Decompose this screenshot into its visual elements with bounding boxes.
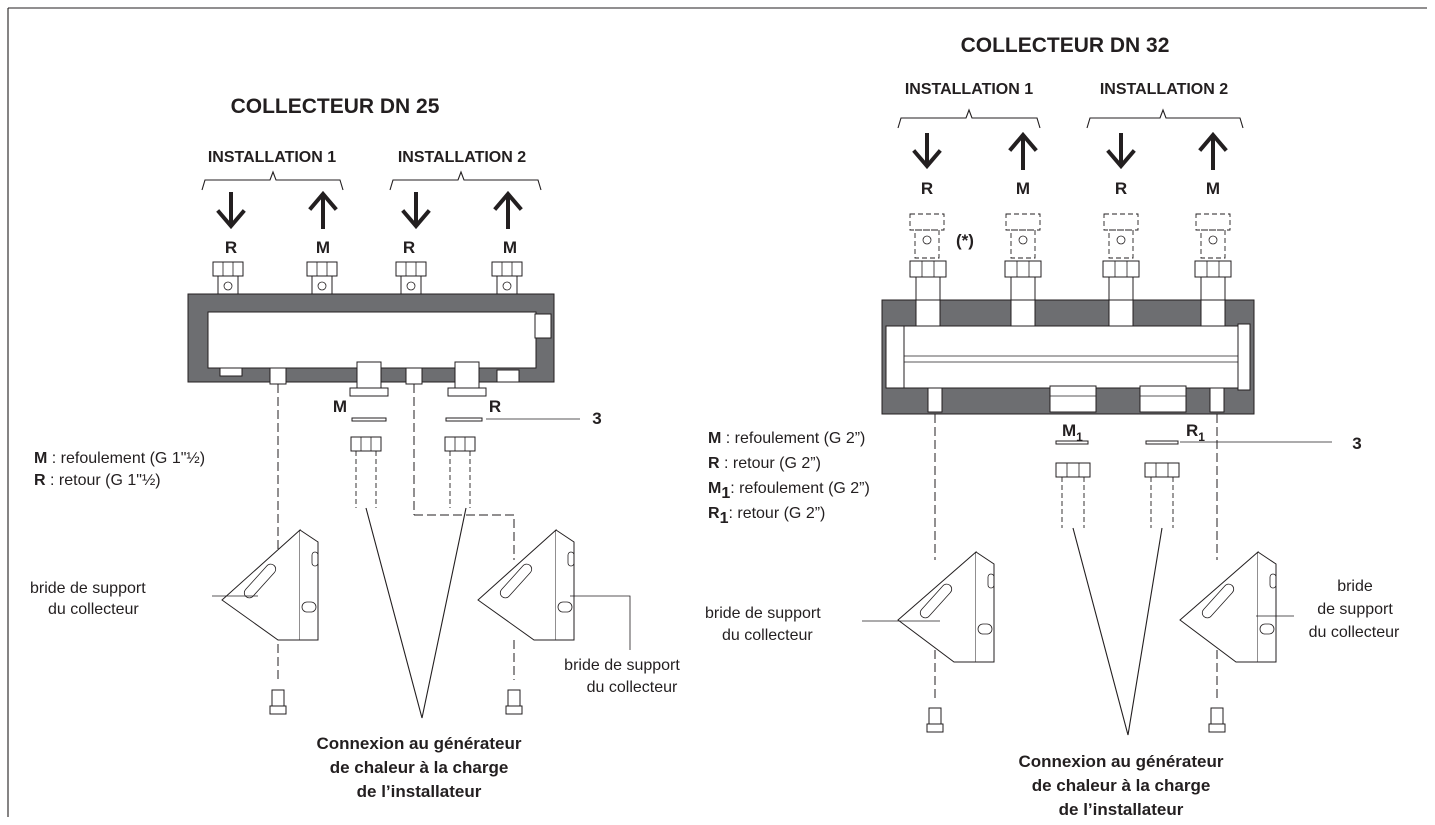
dn25-legend-r: R : retour (G 1"½) bbox=[34, 472, 161, 489]
dn32-brace-1 bbox=[897, 108, 1041, 129]
dn32-arrow-up-icon bbox=[1008, 131, 1038, 170]
dn25-pipe-nut bbox=[350, 436, 382, 508]
dn25-mount-axis bbox=[414, 514, 515, 560]
dn25-support-bracket-right bbox=[477, 528, 575, 715]
dn25-bracket-left-line1: bride de support bbox=[30, 580, 146, 597]
dn25-installation-1-label: INSTALLATION 1 bbox=[208, 149, 336, 166]
dn32-port-label-4: M bbox=[1206, 179, 1220, 198]
dn32-connection-line3: de l’installateur bbox=[1059, 800, 1184, 819]
dn25-connection-line1: Connexion au générateur bbox=[317, 734, 522, 753]
dn25-bottom-r-label: R bbox=[489, 397, 501, 416]
dn32-optional-valve bbox=[1005, 213, 1041, 259]
dn32-bottom-r1-label: R1 bbox=[1186, 421, 1205, 444]
dn25-title: COLLECTEUR DN 25 bbox=[231, 95, 440, 118]
dn32-installation-2-label: INSTALLATION 2 bbox=[1100, 81, 1228, 98]
dn25-panel: COLLECTEUR DN 25 INSTALLATION 1 INSTALLA… bbox=[30, 95, 680, 801]
dn32-installation-1-label: INSTALLATION 1 bbox=[905, 81, 1033, 98]
dn25-legend: M : refoulement (G 1"½) R : retour (G 1"… bbox=[34, 450, 205, 489]
dn32-bracket-right-line1: bride bbox=[1337, 578, 1373, 595]
dn25-connection-leader bbox=[365, 507, 467, 719]
dn32-legend-m: M : refoulement (G 2”) bbox=[708, 430, 865, 447]
dn32-arrow-down-icon bbox=[1106, 133, 1136, 170]
dn32-legend-m1: M1: refoulement (G 2”) bbox=[708, 480, 870, 502]
dn25-valve bbox=[395, 261, 427, 295]
dn32-gasket bbox=[1055, 440, 1089, 445]
dn25-legend-m: M : refoulement (G 1"½) bbox=[34, 450, 205, 467]
dn32-brace-2 bbox=[1086, 108, 1244, 129]
dn32-support-bracket-right bbox=[1179, 550, 1277, 733]
dn25-arrow-down-icon bbox=[401, 192, 431, 230]
dn32-arrow-down-icon bbox=[912, 133, 942, 170]
dn32-optional-valve bbox=[909, 213, 945, 259]
dn32-bracket-left-line1: bride de support bbox=[705, 605, 821, 622]
dn25-bracket-right-line1: bride de support bbox=[564, 657, 680, 674]
dn25-port-label-1: R bbox=[225, 238, 237, 257]
dn32-panel: COLLECTEUR DN 32 INSTALLATION 1 INSTALLA… bbox=[705, 34, 1400, 819]
dn25-connection-line3: de l’installateur bbox=[357, 782, 482, 801]
dn32-bracket-right-line3: du collecteur bbox=[1309, 624, 1400, 641]
dn25-gasket bbox=[351, 417, 387, 422]
dn32-support-bracket-left bbox=[897, 550, 995, 733]
dn32-optional-valve bbox=[1195, 213, 1231, 259]
dn25-collector-body bbox=[187, 293, 555, 397]
dn32-gasket bbox=[1145, 440, 1179, 445]
dn25-gasket bbox=[445, 417, 483, 422]
dn32-legend-r1: R1: retour (G 2”) bbox=[708, 505, 825, 527]
dn25-port-label-2: M bbox=[316, 238, 330, 257]
dn25-valve bbox=[212, 261, 244, 295]
dn25-valve bbox=[306, 261, 338, 295]
dn25-installation-2-label: INSTALLATION 2 bbox=[398, 149, 526, 166]
dn32-optional-valve bbox=[1103, 213, 1139, 259]
dn32-port-label-3: R bbox=[1115, 179, 1127, 198]
dn32-port-label-1: R bbox=[921, 179, 933, 198]
dn32-port-label-2: M bbox=[1016, 179, 1030, 198]
dn32-connection-line1: Connexion au générateur bbox=[1019, 752, 1224, 771]
dn25-bracket-leader bbox=[570, 595, 631, 650]
dn25-support-bracket-left bbox=[221, 528, 319, 715]
dn25-arrow-down-icon bbox=[216, 192, 246, 230]
dn25-ref3-label: 3 bbox=[592, 409, 601, 428]
dn32-pipe-nut bbox=[1055, 462, 1091, 528]
dn32-title: COLLECTEUR DN 32 bbox=[961, 34, 1170, 57]
dn32-legend: M : refoulement (G 2”) R : retour (G 2”)… bbox=[708, 430, 870, 527]
dn32-bracket-left-line2: du collecteur bbox=[722, 627, 813, 644]
dn32-pipe-nut bbox=[1144, 462, 1180, 528]
dn32-star-note: (*) bbox=[956, 231, 974, 250]
dn32-connection-line2: de chaleur à la charge bbox=[1032, 776, 1211, 795]
dn32-ref3-label: 3 bbox=[1352, 434, 1361, 453]
dn25-connection-line2: de chaleur à la charge bbox=[330, 758, 509, 777]
dn25-arrow-up-icon bbox=[493, 190, 523, 229]
dn25-bracket-left-line2: du collecteur bbox=[48, 601, 139, 618]
dn32-collector-body bbox=[881, 299, 1255, 415]
dn32-arrow-up-icon bbox=[1198, 131, 1228, 170]
dn25-brace-1 bbox=[201, 170, 344, 191]
dn25-brace-2 bbox=[389, 170, 542, 191]
dn25-bracket-right-line2: du collecteur bbox=[587, 679, 678, 696]
dn25-pipe-nut bbox=[444, 436, 476, 508]
dn32-connection-leader bbox=[1072, 527, 1163, 736]
dn25-port-label-4: M bbox=[503, 238, 517, 257]
dn32-legend-r: R : retour (G 2”) bbox=[708, 455, 821, 472]
dn25-valve bbox=[491, 261, 523, 295]
dn32-bottom-m1-label: M1 bbox=[1062, 421, 1083, 444]
dn25-bottom-m-label: M bbox=[333, 397, 347, 416]
dn32-bracket-right-line2: de support bbox=[1317, 601, 1393, 618]
dn25-arrow-up-icon bbox=[308, 190, 338, 229]
dn25-port-label-3: R bbox=[403, 238, 415, 257]
